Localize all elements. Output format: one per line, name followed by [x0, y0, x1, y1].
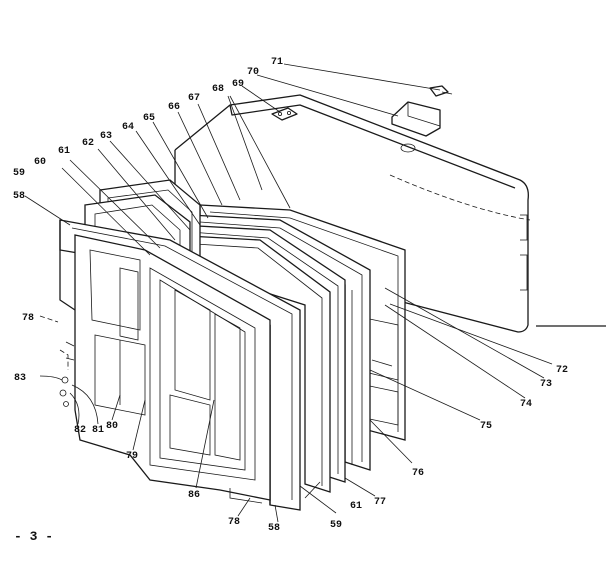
callout-61: 61 [58, 146, 70, 157]
callout-77: 77 [374, 497, 386, 508]
callout-labels: 71 70 69 68 67 66 65 64 63 62 61 60 59 5… [13, 57, 568, 534]
callout-58-bottom: 58 [268, 523, 280, 534]
top-hardware [271, 85, 453, 137]
hinge-part-69 [271, 107, 298, 121]
bracket-part-70 [391, 101, 441, 137]
callout-67: 67 [188, 93, 200, 104]
callout-72: 72 [556, 365, 568, 376]
callout-64: 64 [122, 122, 134, 133]
callout-68: 68 [212, 84, 224, 95]
screw-part-71 [429, 85, 449, 97]
callout-82: 82 [74, 425, 86, 436]
small-fasteners [59, 341, 75, 407]
callout-65: 65 [143, 113, 155, 124]
leader-lines [24, 63, 553, 523]
callout-78-bottom: 78 [228, 517, 240, 528]
callout-73: 73 [540, 379, 552, 390]
callout-58: 58 [13, 191, 25, 202]
callout-66: 66 [168, 102, 180, 113]
callout-79: 79 [126, 451, 138, 462]
callout-61-bottom: 61 [350, 501, 362, 512]
callout-62: 62 [82, 138, 94, 149]
callout-63: 63 [100, 131, 112, 142]
callout-75: 75 [480, 421, 492, 432]
callout-80: 80 [106, 421, 118, 432]
page-number: - 3 - [14, 529, 53, 544]
callout-83: 83 [14, 373, 26, 384]
callout-70: 70 [247, 67, 259, 78]
callout-86: 86 [188, 490, 200, 501]
callout-60: 60 [34, 157, 46, 168]
callout-78: 78 [22, 313, 34, 324]
cabinet-body [174, 94, 606, 333]
callout-59: 59 [13, 168, 25, 179]
callout-74: 74 [520, 399, 532, 410]
callout-71: 71 [271, 57, 283, 68]
callout-69: 69 [232, 79, 244, 90]
callout-81: 81 [92, 425, 104, 436]
front-door-frame [59, 219, 301, 511]
callout-59-bottom: 59 [330, 520, 342, 531]
callout-76: 76 [412, 468, 424, 479]
